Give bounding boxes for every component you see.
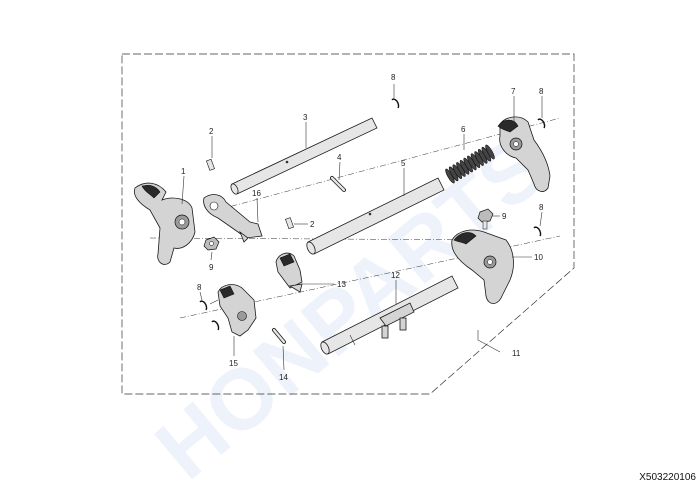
callout-8-top: 8 xyxy=(391,73,396,82)
shift-fork-shaft-3 xyxy=(230,117,378,195)
callout-9-left: 9 xyxy=(209,263,214,272)
pin-14 xyxy=(272,328,286,344)
callout-8-left: 8 xyxy=(197,283,202,292)
callout-11: 11 xyxy=(512,349,521,358)
shift-fork-shaft-5 xyxy=(306,177,445,255)
pin-4 xyxy=(330,176,346,192)
shift-fork-13 xyxy=(275,252,303,293)
shift-fork-7 xyxy=(497,116,551,192)
leader-lines xyxy=(181,84,543,371)
shift-fork-10 xyxy=(451,229,514,304)
callout-1: 1 xyxy=(181,167,186,176)
callout-5: 5 xyxy=(401,159,406,168)
callout-4: 4 xyxy=(337,153,342,162)
circlip-8-lower-right xyxy=(533,226,542,237)
shift-fork-1 xyxy=(133,182,196,265)
shift-lever-12 xyxy=(379,302,415,339)
callout-12: 12 xyxy=(391,271,400,280)
bolt-9-left xyxy=(203,236,220,251)
circlip-8-left xyxy=(199,300,208,311)
circlip-8-top xyxy=(391,98,400,109)
circlip-8-upper-right xyxy=(537,118,546,129)
roll-pin-2-middle xyxy=(285,217,294,230)
callout-14: 14 xyxy=(279,373,288,382)
callout-8-lower-right: 8 xyxy=(539,203,544,212)
shift-fork-15 xyxy=(209,284,257,337)
spring-6 xyxy=(445,144,495,184)
callout-9-right: 9 xyxy=(502,212,507,221)
circlip-8-left-lower xyxy=(211,320,220,331)
bolt-9-right xyxy=(477,208,494,230)
diagram-code: X503220106 xyxy=(639,472,696,483)
spring-coil xyxy=(485,144,495,160)
assembly-outline xyxy=(121,53,575,395)
callout-8-upper-right: 8 xyxy=(539,87,544,96)
callout-15: 15 xyxy=(229,359,238,368)
shift-fork-16 xyxy=(203,194,263,243)
callout-2-upper: 2 xyxy=(209,127,214,136)
callout-16: 16 xyxy=(252,189,261,198)
callout-13: 13 xyxy=(337,280,346,289)
callout-7: 7 xyxy=(511,87,516,96)
roll-pin-2-upper xyxy=(206,158,215,171)
callout-3: 3 xyxy=(303,113,308,122)
callout-2-middle: 2 xyxy=(310,220,315,229)
callout-6: 6 xyxy=(461,125,466,134)
watermark-text: HONPARTS xyxy=(138,118,565,486)
callout-labels: 1 2 2 3 4 5 6 7 8 8 8 8 9 9 10 11 12 13 … xyxy=(181,73,544,382)
callout-10: 10 xyxy=(534,253,543,262)
